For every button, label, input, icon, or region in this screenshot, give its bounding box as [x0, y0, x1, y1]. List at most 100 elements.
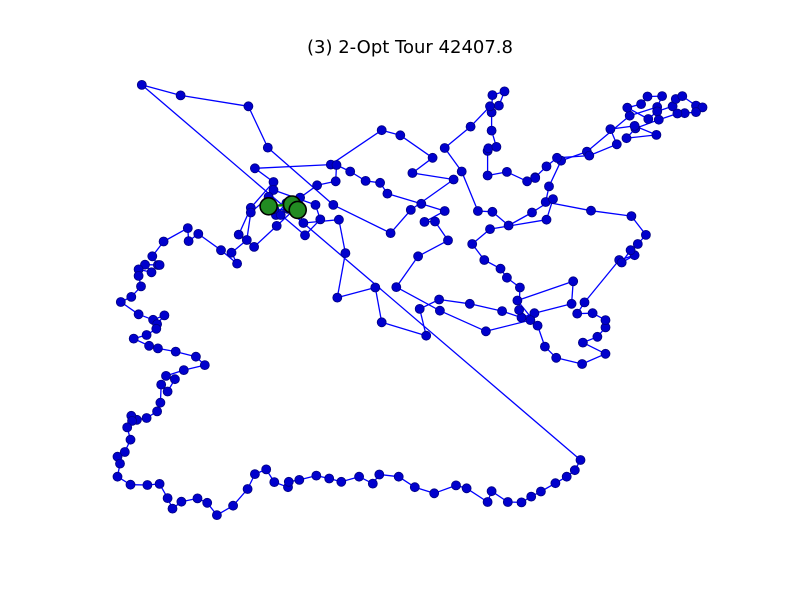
city-node [298, 218, 309, 228]
city-node [487, 206, 498, 217]
city-node [268, 185, 279, 195]
city-node [600, 315, 611, 326]
city-node [586, 205, 596, 216]
city-node [336, 476, 347, 487]
highlight-node [288, 200, 308, 220]
city-node [216, 245, 226, 256]
city-node [522, 176, 532, 187]
city-node [495, 263, 506, 274]
city-node [330, 176, 341, 187]
city-node [182, 223, 193, 234]
city-node [393, 471, 404, 482]
city-node [331, 160, 342, 170]
city-node [328, 199, 339, 210]
city-node [136, 281, 146, 292]
city-node [479, 255, 490, 265]
city-node [333, 214, 344, 225]
city-node [133, 309, 144, 320]
city-node [175, 90, 186, 101]
city-node [592, 331, 603, 342]
tour-edge [337, 286, 376, 299]
city-node [516, 497, 527, 508]
city-node [691, 107, 701, 117]
city-node [125, 479, 136, 490]
city-node [199, 360, 210, 371]
city-node [575, 455, 586, 465]
city-node [193, 228, 204, 239]
city-node [275, 210, 286, 220]
city-node [126, 291, 137, 302]
city-node [152, 343, 163, 354]
city-node [245, 207, 256, 218]
city-node [486, 125, 497, 136]
city-node [419, 216, 430, 227]
city-node [541, 214, 552, 225]
city-node [190, 351, 201, 362]
city-node [448, 174, 459, 185]
city-node [407, 168, 418, 178]
city-node [625, 245, 636, 256]
city-node [152, 406, 163, 417]
tour-edge [583, 259, 620, 303]
city-node [144, 340, 155, 351]
city-node [536, 486, 546, 497]
city-node [501, 166, 512, 177]
city-node [405, 204, 416, 215]
tour-edge [333, 204, 391, 234]
tour-edge [141, 84, 581, 461]
city-node [502, 497, 513, 507]
city-node [503, 220, 514, 231]
city-node [472, 206, 483, 216]
city-node [360, 175, 371, 186]
city-node [641, 229, 651, 240]
city-node [345, 166, 356, 177]
city-node [579, 297, 590, 308]
city-node [243, 101, 254, 112]
city-node [629, 121, 640, 131]
city-node [568, 276, 579, 287]
city-node [515, 282, 525, 293]
city-node [158, 236, 169, 247]
city-node [354, 471, 365, 482]
tour-edge [387, 192, 422, 205]
city-node [115, 297, 126, 307]
tour-edge [180, 94, 249, 107]
city-node [141, 413, 152, 423]
city-node [584, 150, 595, 161]
city-node [530, 173, 541, 183]
tour-edge [439, 310, 487, 332]
city-node [512, 295, 523, 306]
tour-edge [374, 287, 383, 323]
city-node [228, 500, 239, 511]
tour-edge [444, 126, 472, 149]
city-node [480, 326, 491, 337]
city-node [677, 91, 688, 101]
tour-edge [141, 84, 181, 97]
city-node [566, 298, 577, 309]
city-node [340, 248, 351, 259]
tour-edge [253, 225, 278, 248]
city-node [324, 473, 335, 484]
tour-edge [586, 115, 631, 153]
tour-nodes [112, 80, 708, 520]
city-node [167, 503, 178, 514]
city-node [311, 470, 322, 481]
city-node [439, 143, 450, 153]
city-node [249, 241, 260, 252]
city-node [624, 110, 635, 121]
city-node [156, 379, 167, 390]
tour-edge [336, 252, 347, 298]
city-node [332, 292, 343, 303]
tour-edge [267, 147, 334, 206]
city-node [577, 359, 587, 369]
city-node [626, 211, 637, 222]
city-node [112, 471, 123, 482]
tour-edge [390, 209, 412, 234]
city-node [159, 310, 170, 321]
city-node [451, 480, 461, 491]
city-node [578, 337, 588, 348]
tour-edge [338, 219, 347, 254]
city-node [370, 282, 381, 293]
city-node [269, 477, 280, 488]
city-node [262, 142, 273, 153]
